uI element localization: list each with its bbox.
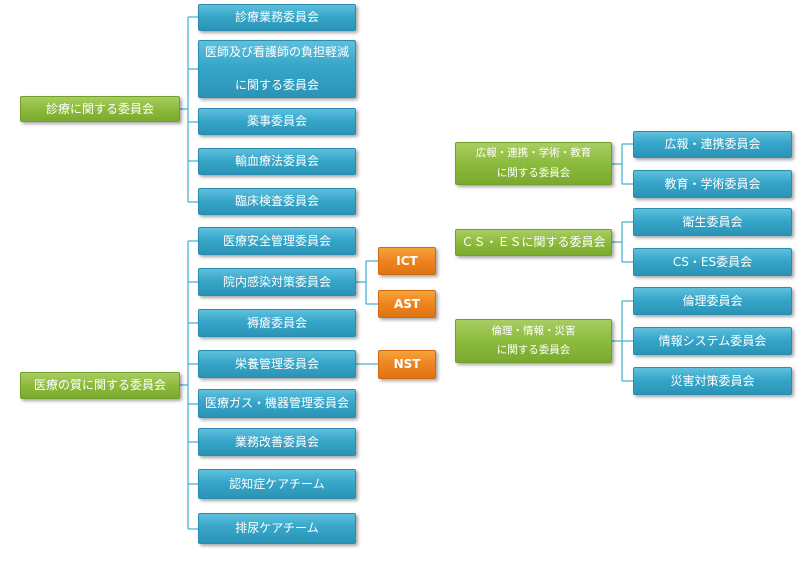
- parent-clinical-committee: 診療に関する委員会: [20, 96, 180, 122]
- child-pressure-ulcer: 褥瘡委員会: [198, 309, 356, 337]
- child-label: 医療ガス・機器管理委員会: [204, 396, 349, 410]
- child-health-safety: 衛生委員会: [633, 208, 792, 236]
- child-information-systems: 情報システム委員会: [633, 327, 792, 355]
- child-ethics: 倫理委員会: [633, 287, 792, 315]
- child-infection-control: 院内感染対策委員会: [198, 268, 356, 296]
- team-label: ICT: [396, 253, 418, 268]
- child-label-line1: 医師及び看護師の負担軽減: [204, 45, 349, 59]
- parent-pr-education-committee: 広報・連携・学術・教育 に関する委員会: [455, 142, 612, 185]
- child-label: 排尿ケアチーム: [235, 521, 319, 535]
- child-dementia-care-team: 認知症ケアチーム: [198, 469, 356, 499]
- parent-label: 医療の質に関する委員会: [33, 378, 166, 392]
- parent-label-line1: 広報・連携・学術・教育: [475, 147, 592, 160]
- child-label: 臨床検査委員会: [234, 194, 319, 208]
- child-label: 広報・連携委員会: [664, 137, 761, 151]
- child-label: 医療安全管理委員会: [222, 233, 331, 248]
- child-label: 衛生委員会: [682, 214, 743, 229]
- child-label-line2: に関する委員会: [234, 78, 319, 92]
- child-label: 褥瘡委員会: [246, 315, 307, 330]
- child-label: 栄養管理委員会: [234, 356, 319, 371]
- parent-label-line1: 倫理・情報・災害: [491, 324, 576, 337]
- child-nutrition: 栄養管理委員会: [198, 350, 356, 378]
- parent-label: ＣＳ・ＥＳに関する委員会: [461, 235, 606, 249]
- parent-cs-es-committee: ＣＳ・ＥＳに関する委員会: [455, 229, 612, 256]
- parent-ethics-info-disaster-committee: 倫理・情報・災害 に関する委員会: [455, 319, 612, 363]
- child-operations-improvement: 業務改善委員会: [198, 428, 356, 456]
- child-label: 情報システム委員会: [658, 333, 767, 348]
- child-pr-liaison: 広報・連携委員会: [633, 131, 792, 158]
- child-disaster-response: 災害対策委員会: [633, 367, 792, 395]
- team-ict: ICT: [378, 247, 436, 275]
- parent-quality-committee: 医療の質に関する委員会: [20, 372, 180, 399]
- child-cs-es: CS・ES委員会: [633, 248, 792, 276]
- child-pharmacy: 薬事委員会: [198, 108, 356, 135]
- child-label: 認知症ケアチーム: [229, 476, 325, 491]
- child-transfusion: 輸血療法委員会: [198, 148, 356, 175]
- child-label: 倫理委員会: [682, 293, 743, 308]
- team-ast: AST: [378, 290, 436, 318]
- team-nst: NST: [378, 350, 436, 379]
- child-label: 診療業務委員会: [234, 10, 319, 24]
- child-label: 院内感染対策委員会: [222, 274, 331, 289]
- parent-label-line2: に関する委員会: [496, 166, 571, 179]
- child-urinary-care-team: 排尿ケアチーム: [198, 513, 356, 544]
- child-label: 教育・学術委員会: [664, 176, 761, 191]
- child-clinical-lab: 臨床検査委員会: [198, 188, 356, 215]
- child-label: 薬事委員会: [246, 114, 307, 128]
- team-label: AST: [393, 296, 421, 311]
- child-label: CS・ES委員会: [672, 254, 753, 269]
- child-label: 業務改善委員会: [234, 434, 319, 449]
- child-burden-reduction: 医師及び看護師の負担軽減 に関する委員会: [198, 40, 356, 98]
- parent-label-line2: に関する委員会: [496, 344, 571, 356]
- child-label: 災害対策委員会: [670, 373, 755, 388]
- child-medical-gas-equipment: 医療ガス・機器管理委員会: [198, 389, 356, 418]
- parent-label: 診療に関する委員会: [45, 101, 154, 116]
- child-clinical-operations: 診療業務委員会: [198, 4, 356, 31]
- child-safety-management: 医療安全管理委員会: [198, 227, 356, 255]
- child-label: 輸血療法委員会: [234, 154, 319, 168]
- team-label: NST: [393, 357, 421, 371]
- child-education-academic: 教育・学術委員会: [633, 170, 792, 198]
